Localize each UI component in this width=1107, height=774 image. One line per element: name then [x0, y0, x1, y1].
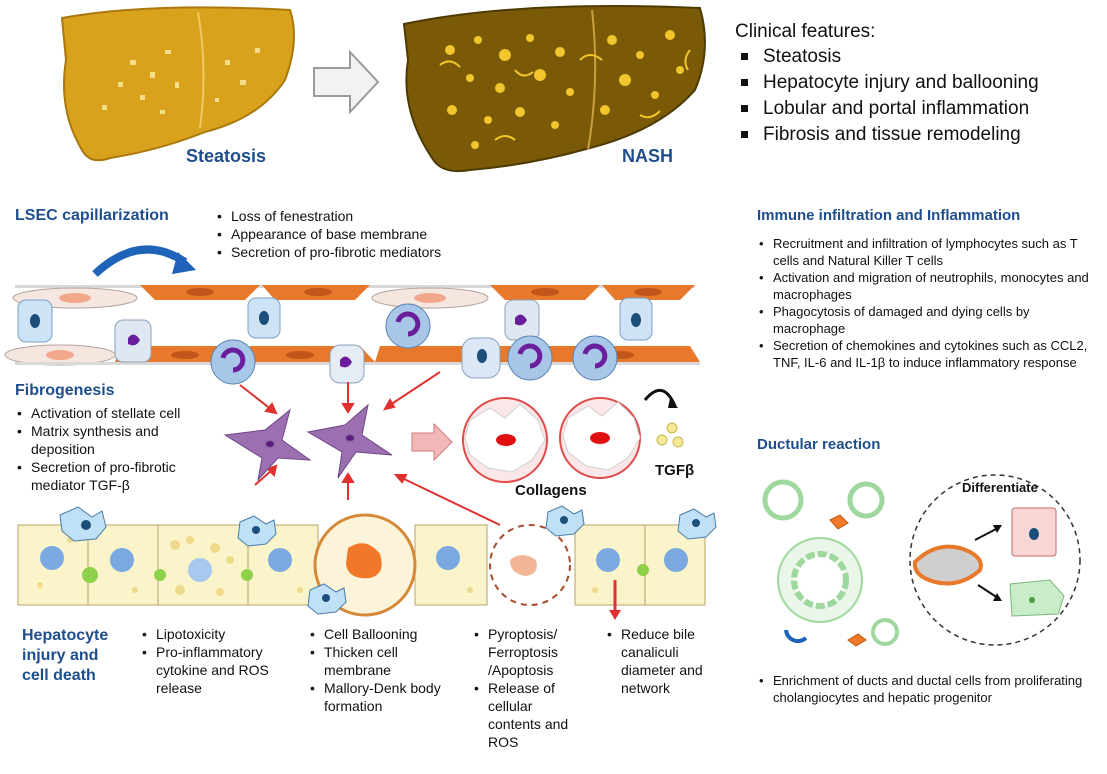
hepatocyte-item: Mallory-Denk body formation: [308, 679, 448, 715]
lsec-item: Secretion of pro-fibrotic mediators: [215, 243, 545, 261]
clinical-features: Clinical features: Steatosis Hepatocyte …: [735, 20, 1095, 148]
collagen-cells: [462, 389, 684, 483]
fibrogenesis-list: Activation of stellate cell Matrix synth…: [15, 404, 215, 494]
hepatocyte-item: Cell Ballooning: [308, 625, 448, 643]
immune-cells: [17, 297, 653, 385]
hepatocyte-item: Release of cellular contents and ROS: [472, 679, 582, 751]
clinical-item: Hepatocyte injury and ballooning: [735, 70, 1095, 96]
differentiate-label: Differentiate: [962, 480, 1038, 495]
capillarization-arrow-icon: [92, 245, 188, 277]
hepatocyte-item: Lipotoxicity: [140, 625, 290, 643]
hepatocyte-col2: Cell Ballooning Thicken cell membrane Ma…: [308, 625, 448, 715]
lsec-title: LSEC capillarization: [15, 207, 169, 224]
immune-list: Recruitment and infiltration of lymphocy…: [757, 235, 1097, 371]
clinical-title: Clinical features:: [735, 21, 876, 42]
stellate-cells: [223, 403, 393, 482]
hepatocyte-row: [17, 505, 717, 620]
hepatocyte-col1: Lipotoxicity Pro-inflammatory cytokine a…: [140, 625, 290, 697]
hepatocyte-col3: Pyroptosis/ Ferroptosis /Apoptosis Relea…: [472, 625, 582, 751]
hepatocyte-item: Thicken cell membrane: [308, 643, 448, 679]
ductular-list: Enrichment of ducts and ductal cells fro…: [757, 672, 1087, 706]
ductular-reaction-drawing: [762, 474, 1081, 647]
hepatocyte-title-line: Hepatocyte: [22, 627, 109, 644]
lsec-item: Appearance of base membrane: [215, 225, 545, 243]
progression-arrow-icon: [313, 49, 380, 115]
lsec-item: Loss of fenestration: [215, 207, 545, 225]
collagen-arrow-icon: [411, 422, 453, 462]
tgfb-label: TGFβ: [655, 462, 695, 479]
hepatocyte-title-line: cell death: [22, 667, 96, 684]
nash-liver-icon: [402, 5, 706, 173]
immune-item: Activation and migration of neutrophils,…: [757, 269, 1097, 303]
ductular-title: Ductular reaction: [757, 436, 881, 453]
lsec-list: Loss of fenestration Appearance of base …: [215, 207, 545, 261]
hepatocyte-title-line: injury and: [22, 647, 99, 664]
hepatocyte-item: Pro-inflammatory cytokine and ROS releas…: [140, 643, 290, 697]
steatosis-label: Steatosis: [186, 146, 267, 166]
nash-label: NASH: [622, 146, 674, 166]
immune-title: Immune infiltration and Inflammation: [757, 207, 1021, 224]
hepatocyte-item: Pyroptosis/ Ferroptosis /Apoptosis: [472, 625, 582, 679]
clinical-item: Steatosis: [735, 44, 1095, 70]
fibrogenesis-item: Matrix synthesis and deposition: [15, 422, 215, 458]
collagens-label: Collagens: [515, 482, 587, 499]
vessel-endothelium: [4, 285, 700, 366]
steatosis-liver-icon: [60, 6, 295, 162]
clinical-item: Fibrosis and tissue remodeling: [735, 122, 1095, 148]
hepatocyte-col4: Reduce bile canaliculi diameter and netw…: [605, 625, 735, 697]
clinical-item: Lobular and portal inflammation: [735, 96, 1095, 122]
ductular-item: Enrichment of ducts and ductal cells fro…: [757, 672, 1087, 706]
fibrogenesis-title: Fibrogenesis: [15, 382, 115, 399]
recruitment-arrows: [239, 371, 501, 526]
immune-item: Secretion of chemokines and cytokines su…: [757, 337, 1097, 371]
fibrogenesis-item: Activation of stellate cell: [15, 404, 215, 422]
fibrogenesis-item: Secretion of pro-fibrotic mediator TGF-β: [15, 458, 215, 494]
immune-item: Recruitment and infiltration of lymphocy…: [757, 235, 1097, 269]
immune-item: Phagocytosis of damaged and dying cells …: [757, 303, 1097, 337]
hepatocyte-title: Hepatocyte injury and cell death: [22, 626, 108, 686]
hepatocyte-item: Reduce bile canaliculi diameter and netw…: [605, 625, 735, 697]
